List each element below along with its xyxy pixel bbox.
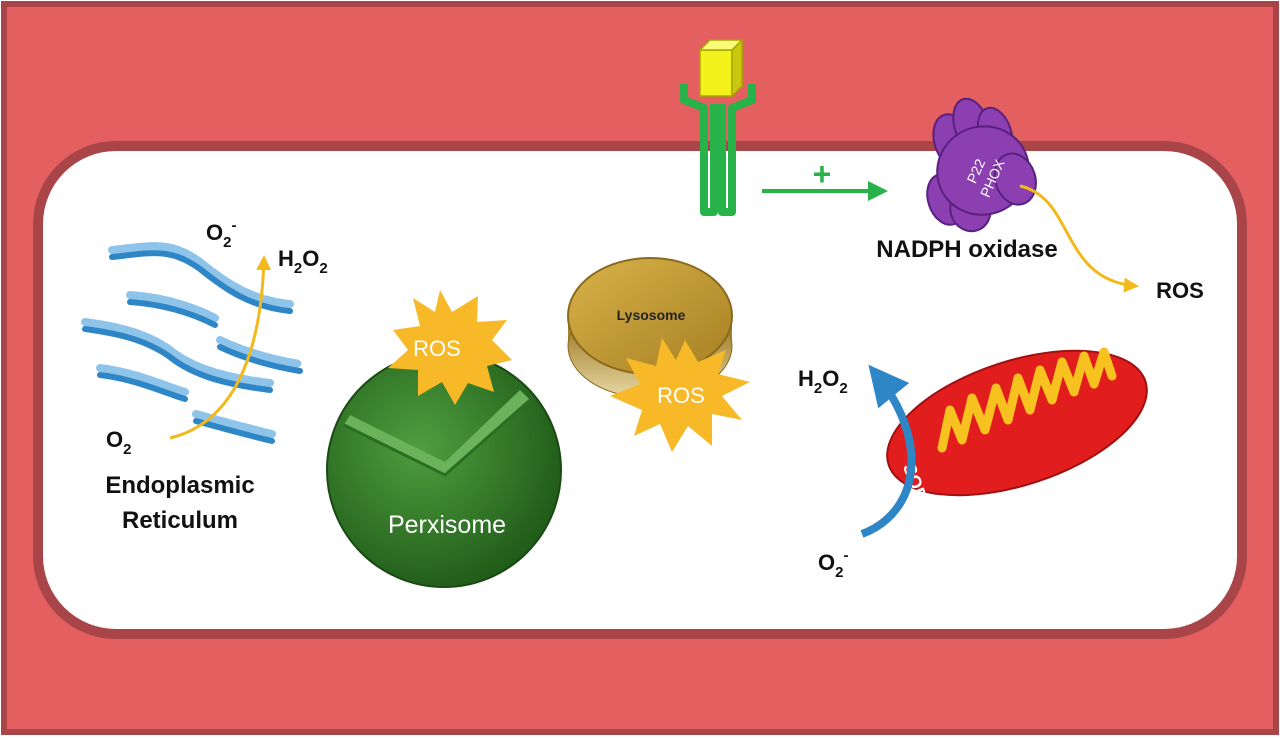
peroxisome-label: Perxisome	[388, 511, 506, 539]
er-superoxide-label: O2-	[206, 217, 236, 251]
er-conversion-arrow	[169, 255, 272, 440]
nadph-ros-arrow	[1019, 184, 1139, 293]
ligand-cube	[698, 38, 744, 98]
er-label-line1: Endoplasmic	[105, 472, 254, 499]
nadph-label: NADPH oxidase	[876, 236, 1057, 263]
peroxisome-ros-burst	[388, 290, 512, 405]
nadph-oxidase: P22 PHOX	[926, 97, 1139, 293]
er-h2o2-label: H2O2	[278, 246, 328, 277]
peroxisome-ros-label: ROS	[413, 336, 461, 361]
nadph-ros-label: ROS	[1156, 278, 1204, 303]
lysosome-label: Lysosome	[617, 307, 686, 323]
er-label-line2: Reticulum	[122, 507, 238, 534]
lysosome-ros-burst	[610, 338, 750, 452]
mito-h2o2-label: H2O2	[798, 366, 848, 397]
lysosome-ros-label: ROS	[657, 383, 705, 408]
er-oxygen-label: O2	[106, 427, 131, 458]
endoplasmic-reticulum	[81, 242, 304, 444]
membrane-receptor	[680, 38, 756, 216]
lysosome: Lysosome ROS	[567, 257, 750, 452]
mitochondrion: SOD	[860, 347, 1148, 538]
mitochondrion-cristae	[937, 347, 1117, 453]
sod-conversion-arrow	[860, 364, 916, 538]
peroxisome: ROS Perxisome	[326, 290, 562, 588]
activation-plus: +	[813, 156, 832, 192]
mito-superoxide-label: O2-	[818, 547, 848, 581]
